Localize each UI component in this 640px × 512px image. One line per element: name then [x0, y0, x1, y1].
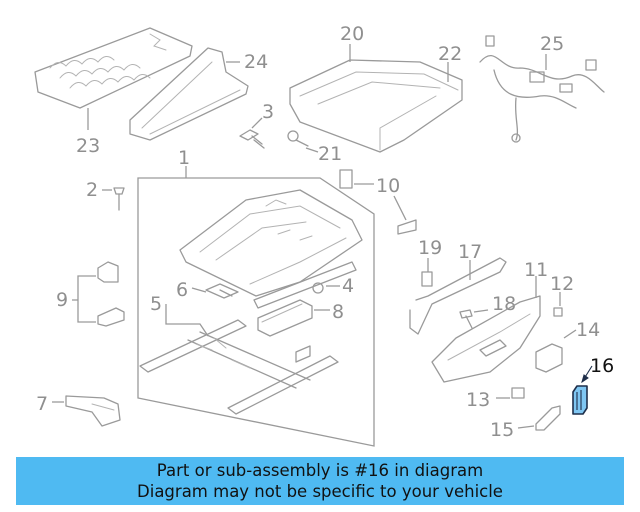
callout-3: 3	[262, 101, 274, 123]
part-23-heater-pad: 23	[34, 27, 193, 157]
part-13-connector: 13	[466, 387, 525, 411]
part-11-side-shield: 11	[431, 259, 548, 383]
callout-23: 23	[76, 135, 100, 157]
part-7-lever: 7	[36, 393, 121, 427]
part-9-bracket-group: 9	[56, 261, 125, 327]
info-banner: Part or sub-assembly is #16 in diagram D…	[16, 457, 624, 505]
callout-1: 1	[178, 147, 190, 169]
part-16-highlighted-knob: 16	[572, 355, 614, 415]
callout-16: 16	[590, 355, 614, 377]
part-21-clip: 21	[287, 130, 342, 165]
callout-20: 20	[340, 23, 364, 45]
part-22-cushion-cover: 22	[438, 43, 462, 82]
part-20-seat-cushion: 20	[289, 23, 463, 153]
callout-4: 4	[342, 275, 354, 297]
callout-2: 2	[86, 179, 98, 201]
callout-18: 18	[492, 293, 516, 315]
callout-19: 19	[418, 237, 442, 259]
callout-14: 14	[576, 319, 600, 341]
callout-12: 12	[550, 273, 574, 295]
part-3-bolt: 3	[239, 101, 274, 149]
callout-25: 25	[540, 33, 564, 55]
callout-13: 13	[466, 389, 490, 411]
callout-24: 24	[244, 51, 268, 73]
callout-9: 9	[56, 289, 68, 311]
part-24-bolster-pad: 24	[129, 47, 268, 141]
part-4-nut: 4	[312, 275, 354, 297]
part-18-screw: 18	[459, 293, 516, 329]
parts-diagram: 23 24 3 20 22 21	[34, 23, 614, 447]
banner-line-2: Diagram may not be specific to your vehi…	[137, 482, 503, 501]
callout-7: 7	[36, 393, 48, 415]
callout-11: 11	[524, 259, 548, 281]
part-10-bracket: 10	[339, 169, 417, 235]
callout-6: 6	[176, 279, 188, 301]
banner-line-1: Part or sub-assembly is #16 in diagram	[156, 461, 484, 480]
part-5-seat-track: 5	[139, 293, 339, 415]
part-17-rod: 17	[409, 241, 507, 335]
part-25-wiring-harness: 25	[479, 33, 605, 143]
callout-10: 10	[376, 175, 400, 197]
callout-22: 22	[438, 43, 462, 65]
callout-15: 15	[490, 419, 514, 441]
part-14-switch: 14	[535, 319, 600, 373]
callout-5: 5	[150, 293, 162, 315]
callout-21: 21	[318, 143, 342, 165]
callout-8: 8	[332, 301, 344, 323]
part-1-frame-assembly: 1	[137, 147, 375, 447]
part-15-knob: 15	[490, 405, 561, 441]
part-2-bolt: 2	[86, 179, 125, 211]
part-8-motor: 8	[257, 299, 344, 337]
part-6-actuator: 6	[176, 279, 239, 301]
callout-17: 17	[458, 241, 482, 263]
part-19-connector: 19	[418, 237, 442, 287]
part-12-clip: 12	[550, 273, 574, 317]
